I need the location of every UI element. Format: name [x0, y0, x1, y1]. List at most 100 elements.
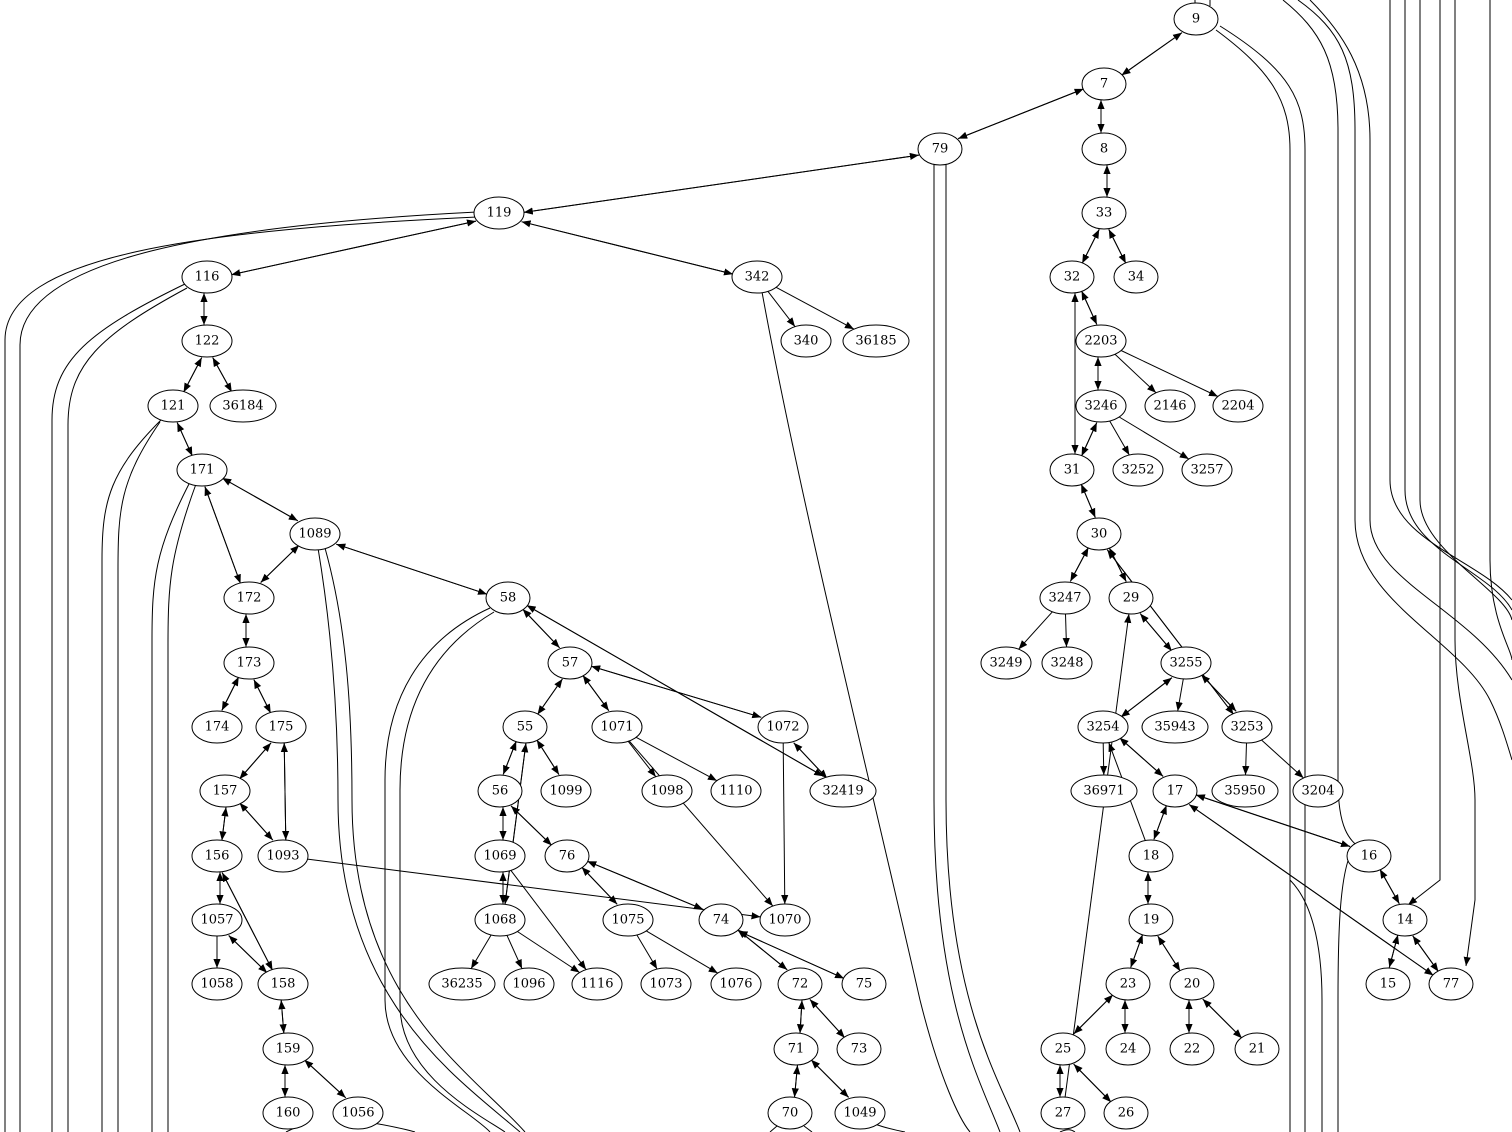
- node-19[interactable]: 19: [1128, 903, 1174, 937]
- node-77[interactable]: 77: [1428, 967, 1474, 1001]
- edge-71-to-72: [797, 1000, 806, 1034]
- node-3249[interactable]: 3249: [980, 646, 1032, 680]
- node-3253[interactable]: 3253: [1221, 710, 1273, 744]
- node-1073[interactable]: 1073: [640, 967, 692, 1001]
- node-72[interactable]: 72: [777, 967, 823, 1001]
- node-1058[interactable]: 1058: [191, 967, 243, 1001]
- node-1057[interactable]: 1057: [191, 903, 243, 937]
- node-1071[interactable]: 1071: [591, 710, 643, 744]
- node-70[interactable]: 70: [767, 1096, 813, 1130]
- node-3204[interactable]: 3204: [1292, 774, 1344, 808]
- node-3252[interactable]: 3252: [1112, 453, 1164, 487]
- node-32419[interactable]: 32419: [809, 774, 877, 808]
- node-122[interactable]: 122: [181, 324, 233, 358]
- node-17-label: 17: [1167, 784, 1184, 799]
- node-1089[interactable]: 1089: [289, 517, 341, 551]
- edge-1049-to-71: [810, 1059, 849, 1098]
- node-36185[interactable]: 36185: [842, 324, 910, 358]
- node-15[interactable]: 15: [1365, 967, 1411, 1001]
- node-1076[interactable]: 1076: [710, 967, 762, 1001]
- node-21[interactable]: 21: [1234, 1032, 1280, 1066]
- node-173[interactable]: 173: [223, 646, 275, 680]
- node-340[interactable]: 340: [780, 324, 832, 358]
- node-2203[interactable]: 2203: [1075, 324, 1127, 358]
- node-171[interactable]: 171: [176, 453, 228, 487]
- node-121[interactable]: 121: [147, 389, 199, 423]
- node-18[interactable]: 18: [1128, 839, 1174, 873]
- node-7[interactable]: 7: [1081, 67, 1127, 101]
- node-3248[interactable]: 3248: [1041, 646, 1093, 680]
- node-119[interactable]: 119: [473, 196, 525, 230]
- node-160[interactable]: 160: [262, 1096, 314, 1130]
- node-24[interactable]: 24: [1105, 1032, 1151, 1066]
- node-29[interactable]: 29: [1108, 581, 1154, 615]
- node-1070[interactable]: 1070: [759, 903, 811, 937]
- node-75[interactable]: 75: [841, 967, 887, 1001]
- node-2146[interactable]: 2146: [1144, 389, 1196, 423]
- node-56[interactable]: 56: [477, 774, 523, 808]
- node-174[interactable]: 174: [191, 710, 243, 744]
- node-116[interactable]: 116: [181, 260, 233, 294]
- node-2204[interactable]: 2204: [1212, 389, 1264, 423]
- node-156[interactable]: 156: [191, 839, 243, 873]
- node-34[interactable]: 34: [1113, 260, 1159, 294]
- node-3204-ellipse: [1292, 774, 1344, 808]
- node-32[interactable]: 32: [1049, 260, 1095, 294]
- node-8[interactable]: 8: [1081, 132, 1127, 166]
- node-1072[interactable]: 1072: [757, 710, 809, 744]
- node-9[interactable]: 9: [1173, 2, 1219, 36]
- node-3247[interactable]: 3247: [1039, 581, 1091, 615]
- node-1098[interactable]: 1098: [641, 774, 693, 808]
- edge-1068-to-1096: [506, 935, 523, 969]
- node-57[interactable]: 57: [547, 646, 593, 680]
- node-119-ellipse: [473, 196, 525, 230]
- node-23[interactable]: 23: [1105, 967, 1151, 1001]
- node-1068[interactable]: 1068: [474, 903, 526, 937]
- node-1075[interactable]: 1075: [602, 903, 654, 937]
- node-35943[interactable]: 35943: [1141, 710, 1209, 744]
- node-1096[interactable]: 1096: [503, 967, 555, 1001]
- node-27[interactable]: 27: [1040, 1096, 1086, 1130]
- node-1110[interactable]: 1110: [710, 774, 762, 808]
- node-3246[interactable]: 3246: [1075, 389, 1127, 423]
- node-55[interactable]: 55: [502, 710, 548, 744]
- node-3255[interactable]: 3255: [1160, 646, 1212, 680]
- node-1116[interactable]: 1116: [571, 967, 623, 1001]
- node-33[interactable]: 33: [1081, 196, 1127, 230]
- node-35950[interactable]: 35950: [1211, 774, 1279, 808]
- node-1069[interactable]: 1069: [474, 839, 526, 873]
- node-79[interactable]: 79: [917, 132, 963, 166]
- node-74[interactable]: 74: [698, 903, 744, 937]
- node-3254[interactable]: 3254: [1077, 710, 1129, 744]
- node-157[interactable]: 157: [199, 774, 251, 808]
- node-36235[interactable]: 36235: [428, 967, 496, 1001]
- node-17[interactable]: 17: [1152, 774, 1198, 808]
- node-73[interactable]: 73: [836, 1032, 882, 1066]
- node-14[interactable]: 14: [1382, 903, 1428, 937]
- node-22[interactable]: 22: [1169, 1032, 1215, 1066]
- node-1093[interactable]: 1093: [257, 839, 309, 873]
- node-30[interactable]: 30: [1076, 517, 1122, 551]
- node-58[interactable]: 58: [485, 581, 531, 615]
- node-36184[interactable]: 36184: [209, 389, 277, 423]
- edge-56-to-55: [502, 741, 517, 775]
- node-76[interactable]: 76: [544, 839, 590, 873]
- node-1049[interactable]: 1049: [834, 1096, 886, 1130]
- node-3249-label: 3249: [989, 656, 1022, 671]
- node-31[interactable]: 31: [1049, 453, 1095, 487]
- node-172[interactable]: 172: [223, 581, 275, 615]
- node-1099[interactable]: 1099: [540, 774, 592, 808]
- node-36971[interactable]: 36971: [1070, 774, 1138, 808]
- node-71[interactable]: 71: [773, 1032, 819, 1066]
- node-175[interactable]: 175: [255, 710, 307, 744]
- node-74-ellipse: [698, 903, 744, 937]
- node-1056[interactable]: 1056: [332, 1096, 384, 1130]
- node-342[interactable]: 342: [731, 260, 783, 294]
- node-159[interactable]: 159: [262, 1032, 314, 1066]
- node-158[interactable]: 158: [257, 967, 309, 1001]
- node-25[interactable]: 25: [1040, 1032, 1086, 1066]
- node-26[interactable]: 26: [1103, 1096, 1149, 1130]
- node-16[interactable]: 16: [1346, 839, 1392, 873]
- node-20[interactable]: 20: [1169, 967, 1215, 1001]
- node-3257[interactable]: 3257: [1181, 453, 1233, 487]
